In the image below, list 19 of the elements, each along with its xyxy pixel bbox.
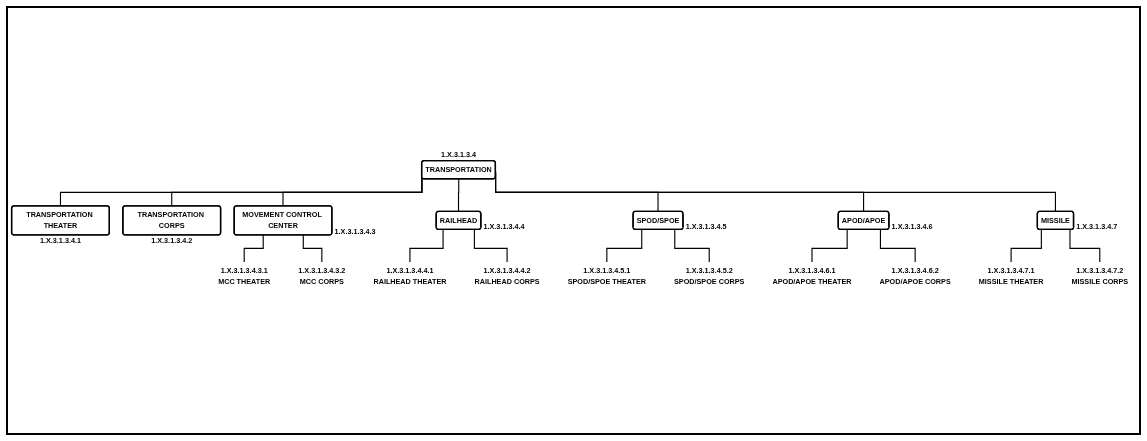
- connector: [811, 229, 848, 263]
- code-label: 1.X.3.1.3.4: [441, 150, 476, 160]
- code-label: 1.X.3.1.3.4.1: [40, 236, 81, 245]
- code-label: 1.X.3.1.3.4.3: [334, 226, 376, 236]
- code-label: 1.X.3.1.3.4.4: [483, 221, 525, 231]
- connector: [243, 234, 264, 263]
- connector: [473, 229, 508, 263]
- connector: [1010, 229, 1042, 263]
- code-label: 1.X.3.1.3.4.6: [891, 221, 933, 231]
- connector: [879, 229, 916, 263]
- connector: [457, 178, 460, 213]
- code-label: 1.X.3.1.3.4.5: [685, 221, 727, 231]
- code-label: 1.X.3.1.3.4.2: [151, 236, 193, 245]
- connector: [606, 229, 643, 263]
- connector: [674, 229, 710, 263]
- connector: [409, 229, 444, 263]
- connector: [1069, 229, 1101, 263]
- code-label: 1.X.3.1.3.4.7: [1076, 221, 1118, 231]
- connector: [302, 234, 323, 263]
